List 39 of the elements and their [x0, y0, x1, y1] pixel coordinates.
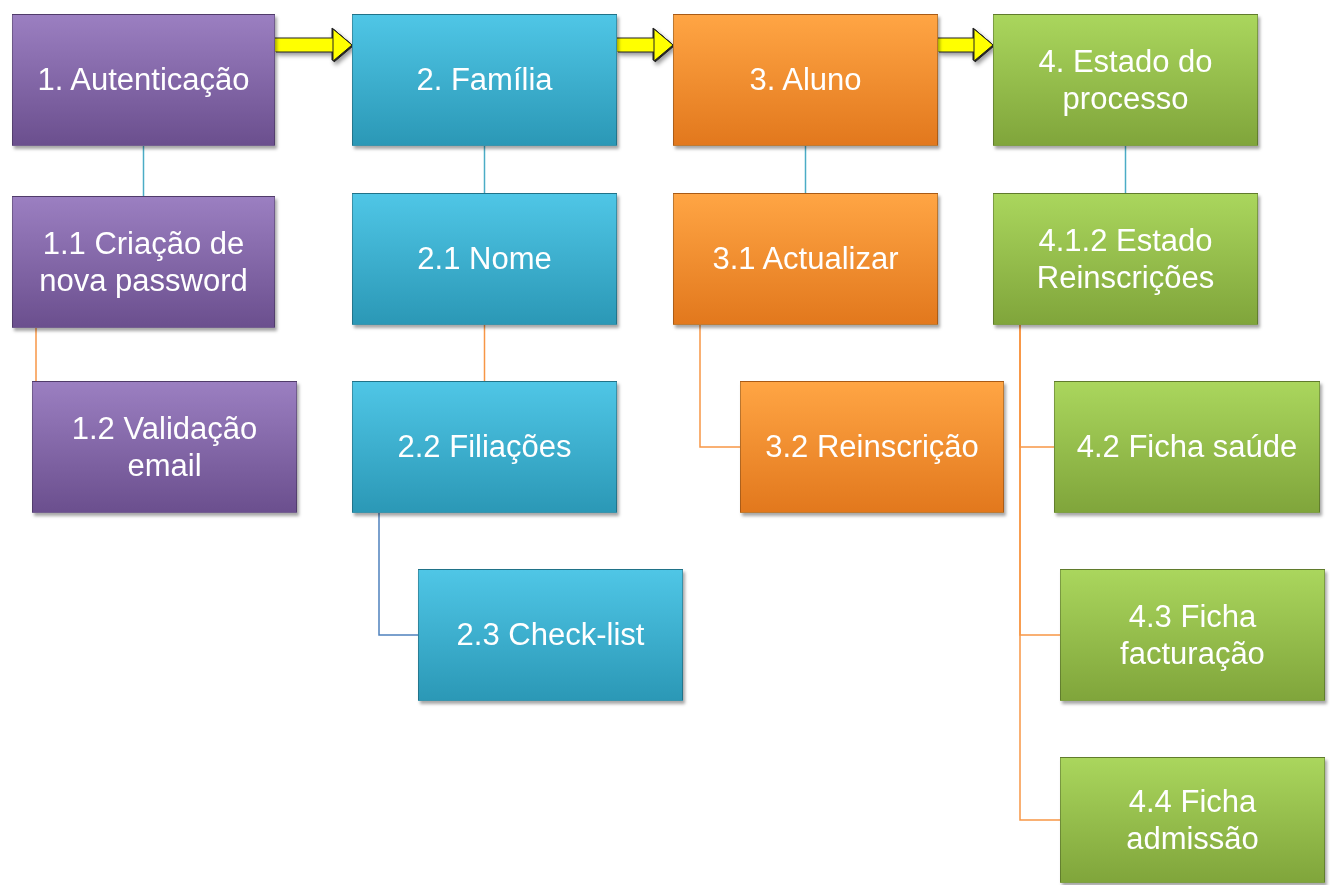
process-box: [352, 193, 617, 325]
process-box: [993, 193, 1258, 325]
box-label: 3. Aluno: [749, 61, 862, 99]
box-label: 2.1 Nome: [417, 240, 552, 278]
connector-line: [483, 324, 486, 382]
process-box: [12, 14, 275, 146]
box-label: 1.1 Criação de nova password: [38, 224, 249, 300]
process-box: [993, 14, 1258, 146]
box-label: 2. Família: [416, 61, 553, 99]
process-box: [673, 14, 938, 146]
process-box: [673, 193, 938, 325]
connector-line: [1019, 324, 1061, 821]
process-box: [740, 381, 1004, 513]
connector-line: [804, 145, 807, 194]
connector-line: [483, 145, 486, 194]
box-label: 4.4 Ficha admissão: [1125, 782, 1260, 858]
connector-line: [378, 512, 419, 636]
process-box: [418, 569, 683, 701]
box-label: 3.2 Reinscrição: [765, 428, 979, 466]
box-label: 1.2 Validação email: [70, 409, 259, 485]
process-box: [1060, 757, 1325, 883]
box-label: 4.2 Ficha saúde: [1076, 428, 1298, 466]
box-label: 1. Autenticação: [37, 61, 250, 99]
box-label: 2.2 Filiações: [397, 428, 572, 466]
box-label: 3.1 Actualizar: [712, 240, 899, 278]
connector-line: [699, 324, 741, 448]
process-box: [32, 381, 297, 513]
box-label: 4.1.2 Estado Reinscrições: [1035, 221, 1216, 297]
box-label: 2.3 Check-list: [456, 616, 645, 654]
connector-line: [35, 327, 37, 382]
connector-line: [1124, 145, 1127, 194]
connector-line: [142, 145, 145, 197]
process-box: [352, 381, 617, 513]
process-box: [352, 14, 617, 146]
process-box: [1060, 569, 1325, 701]
box-label: 4.3 Ficha facturação: [1119, 597, 1266, 673]
box-label: 4. Estado do processo: [1037, 42, 1214, 118]
process-box: [1054, 381, 1320, 513]
process-box: [12, 196, 275, 328]
